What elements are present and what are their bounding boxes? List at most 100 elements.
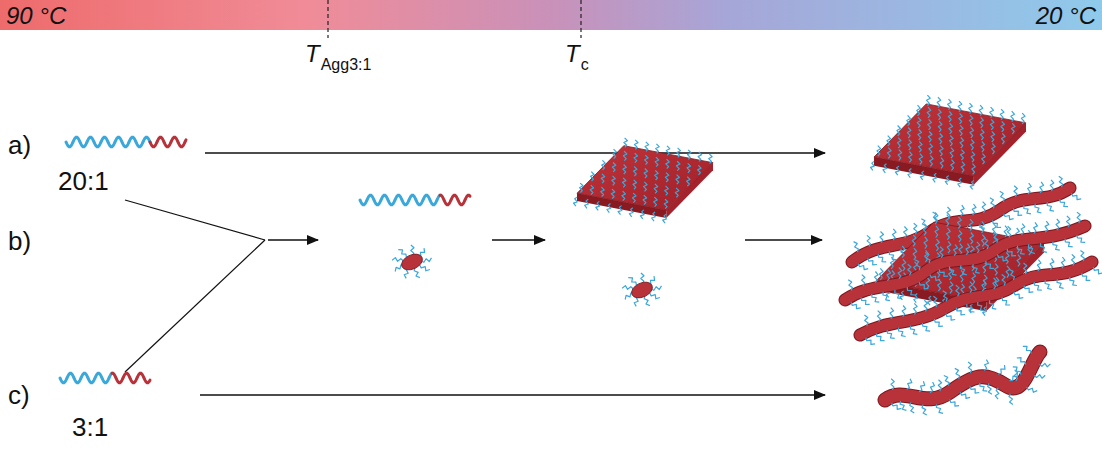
corona-hair: [663, 214, 667, 223]
corona-hair: [596, 201, 600, 210]
corona-hair: [959, 113, 963, 124]
corona-hair: [1082, 273, 1091, 280]
corona-hair: [1061, 257, 1065, 268]
corona-hair: [888, 148, 892, 159]
corona-hair: [955, 368, 960, 378]
panel-label: c): [8, 382, 30, 408]
corona-hair: [922, 405, 927, 415]
corona-hair: [665, 173, 669, 182]
corona-hair: [590, 185, 594, 195]
corona-hair: [929, 144, 933, 155]
corona-hair: [629, 208, 633, 217]
corona-hair: [1041, 243, 1047, 252]
corona-hair: [919, 282, 928, 289]
temperature-label: 90 °C: [6, 4, 66, 28]
corona-hair: [665, 186, 669, 196]
corona-hair: [622, 286, 633, 290]
corona-hair: [664, 199, 668, 209]
corona-hair: [992, 144, 996, 155]
corona-hair: [972, 204, 976, 215]
corona-hair: [892, 229, 896, 240]
corona-hair: [960, 138, 964, 149]
corona-hair: [623, 165, 627, 175]
temperature-label: 20 °C: [1036, 4, 1096, 28]
corona-hair: [1014, 186, 1017, 197]
worm-outline: [845, 226, 1085, 300]
corona-hair: [1050, 258, 1054, 269]
corona-hair: [919, 154, 923, 165]
corona-hair: [655, 157, 659, 167]
corona-hair: [940, 247, 943, 258]
corona-hair: [1011, 111, 1015, 122]
corona-hair: [622, 178, 626, 188]
corona-hair: [618, 206, 622, 215]
corona-hair: [574, 197, 578, 206]
corona-hair: [935, 226, 939, 238]
temperature-symbol: T: [565, 42, 580, 66]
corona-hair: [877, 146, 881, 157]
corona-hair: [1039, 363, 1050, 366]
corona-hair: [1000, 191, 1005, 202]
corona-hair: [968, 362, 972, 373]
corona-hair: [982, 280, 986, 291]
corona-hair: [904, 227, 908, 238]
corona-hair: [988, 384, 992, 395]
corona-hair: [1029, 244, 1036, 253]
corona-hair: [948, 99, 952, 110]
corona-hair: [924, 237, 928, 249]
branch-line: [125, 200, 265, 240]
corona-hair: [936, 404, 943, 413]
corona-hair: [914, 223, 917, 234]
corona-hair: [902, 259, 906, 271]
corona-hair: [880, 232, 884, 243]
corona-hair: [945, 176, 949, 185]
corona-hair: [959, 125, 963, 135]
corona-hair: [1017, 255, 1021, 267]
corona-hair: [1047, 202, 1054, 211]
corona-hair: [928, 296, 932, 305]
core-block: [440, 195, 470, 205]
corona-hair: [950, 136, 954, 147]
corona-hair: [924, 300, 927, 311]
corona-hair: [864, 315, 868, 326]
corona-hair: [858, 264, 868, 270]
corona-hair: [633, 180, 637, 190]
platelet-sheet: [577, 146, 713, 211]
corona-hair: [1009, 270, 1014, 280]
corona-hair: [676, 161, 680, 171]
corona-hair: [887, 136, 891, 147]
panel-label: 20:1: [58, 168, 109, 194]
corona-hair: [940, 146, 944, 157]
corona-hair: [1021, 113, 1025, 124]
corona-hair: [854, 242, 859, 252]
corona-hair: [1014, 292, 1023, 299]
corona-hair: [611, 189, 615, 199]
platelet-sheet: [874, 104, 1026, 176]
corona-hair: [655, 171, 659, 181]
corona-hair: [930, 275, 940, 281]
corona-hair: [917, 105, 921, 116]
corona-hair: [654, 197, 658, 207]
corona-hair: [910, 402, 915, 413]
core-block: [112, 373, 150, 383]
corona-hair: [948, 111, 952, 122]
corona-hair: [891, 379, 894, 390]
corona-hair: [961, 265, 967, 274]
corona-hair: [1053, 241, 1060, 250]
corona-hair: [1072, 254, 1075, 265]
corona-block: [66, 137, 150, 147]
dashed-marker: [327, 0, 328, 38]
corona-hair: [624, 138, 628, 148]
corona-hair: [983, 307, 987, 316]
core-block: [150, 137, 186, 147]
corona-hair: [666, 159, 670, 169]
corona-hair: [644, 182, 648, 192]
corona-hair: [970, 127, 974, 138]
corona-hair: [980, 383, 987, 391]
corona-hair: [601, 174, 605, 183]
corona-hair: [961, 150, 965, 161]
process-arrow: [268, 239, 318, 241]
corona-hair: [980, 117, 984, 128]
